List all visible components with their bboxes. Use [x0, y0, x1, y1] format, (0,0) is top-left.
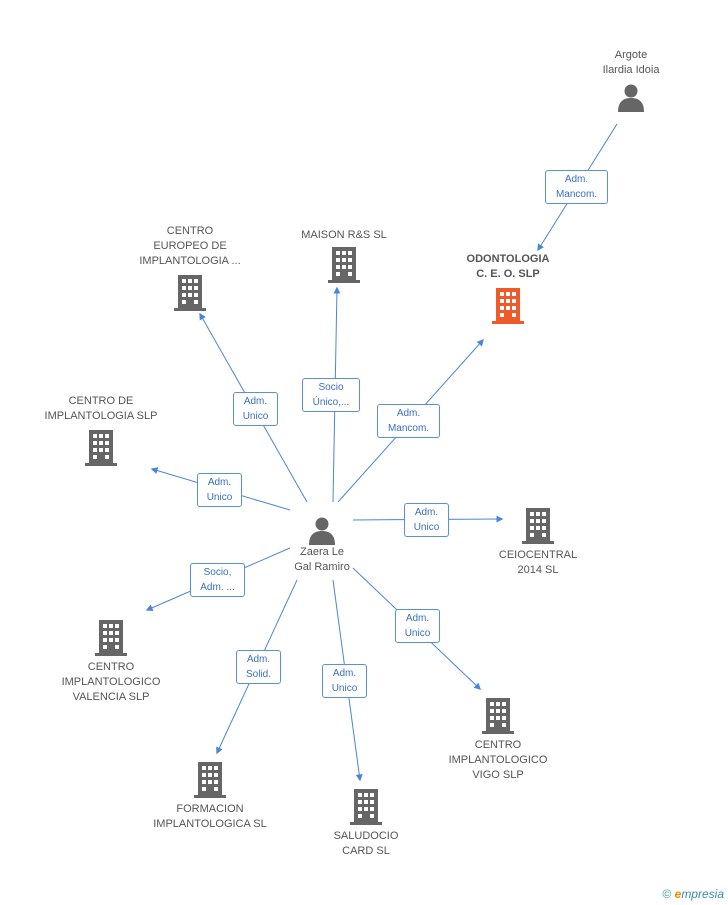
building-icon	[492, 288, 524, 324]
node-centro-europeo[interactable]: CENTRO EUROPEO DE IMPLANTOLOGIA ...	[125, 224, 255, 311]
node-vigo[interactable]: CENTRO IMPLANTOLOGICO VIGO SLP	[438, 698, 558, 783]
edge-label-center-odontologia: Adm. Mancom.	[377, 404, 440, 438]
empresia-logo[interactable]: © empresia	[662, 887, 724, 901]
node-centro-implantologia-slp[interactable]: CENTRO DE IMPLANTOLOGIA SLP	[36, 394, 166, 466]
node-label: SALUDOCIO CARD SL	[333, 830, 399, 857]
building-icon	[194, 762, 226, 798]
building-icon	[350, 789, 382, 825]
edge-label-argote-odontologia: Adm. Mancom.	[545, 170, 608, 204]
edge-label-center-valencia: Socio, Adm. ...	[190, 563, 245, 597]
center-person-name: Zaera Le Gal Ramiro	[294, 546, 350, 573]
edge-label-center-vigo: Adm. Unico	[395, 609, 440, 643]
node-ceiocentral[interactable]: CEIOCENTRAL 2014 SL	[478, 508, 598, 578]
node-label: MAISON R&S SL	[301, 229, 387, 241]
edge-label-center-cei-slp: Adm. Unico	[197, 473, 242, 507]
person-icon	[618, 84, 644, 112]
edge-label-center-europeo: Adm. Unico	[233, 392, 278, 426]
node-argote[interactable]: Argote Ilardia Idoia	[576, 48, 686, 112]
node-label: CENTRO DE IMPLANTOLOGIA SLP	[44, 395, 158, 422]
brand-name: mpresia	[681, 887, 724, 901]
building-icon	[85, 430, 117, 466]
person-icon	[309, 517, 335, 545]
node-label: Argote Ilardia Idoia	[602, 49, 660, 76]
node-label: FORMACION IMPLANTOLOGICA SL	[153, 803, 267, 830]
node-maison[interactable]: MAISON R&S SL	[284, 228, 404, 283]
building-icon	[522, 508, 554, 544]
center-person-node[interactable]: Zaera Le Gal Ramiro	[272, 515, 372, 575]
node-valencia[interactable]: CENTRO IMPLANTOLOGICO VALENCIA SLP	[46, 620, 176, 705]
building-icon	[95, 620, 127, 656]
edge-label-center-formacion: Adm. Solid.	[236, 650, 281, 684]
node-formacion[interactable]: FORMACION IMPLANTOLOGICA SL	[140, 762, 280, 832]
building-icon	[328, 247, 360, 283]
building-icon	[482, 698, 514, 734]
node-label: ODONTOLOGIA C. E. O. SLP	[466, 253, 550, 280]
node-odontologia[interactable]: ODONTOLOGIA C. E. O. SLP	[448, 252, 568, 324]
copyright-icon: ©	[662, 887, 672, 901]
edge-label-center-ceiocentral: Adm. Unico	[404, 503, 449, 537]
node-label: CENTRO IMPLANTOLOGICO VALENCIA SLP	[61, 661, 161, 703]
node-label: CENTRO EUROPEO DE IMPLANTOLOGIA ...	[139, 225, 241, 267]
brand-mark: e	[674, 887, 682, 901]
node-label: CEIOCENTRAL 2014 SL	[498, 549, 578, 576]
building-icon	[174, 275, 206, 311]
node-saludocio[interactable]: SALUDOCIO CARD SL	[306, 789, 426, 859]
edge-label-center-saludocio: Adm. Unico	[322, 664, 367, 698]
node-label: CENTRO IMPLANTOLOGICO VIGO SLP	[448, 739, 548, 781]
edge-label-center-maison: Socio Único,...	[302, 378, 360, 412]
